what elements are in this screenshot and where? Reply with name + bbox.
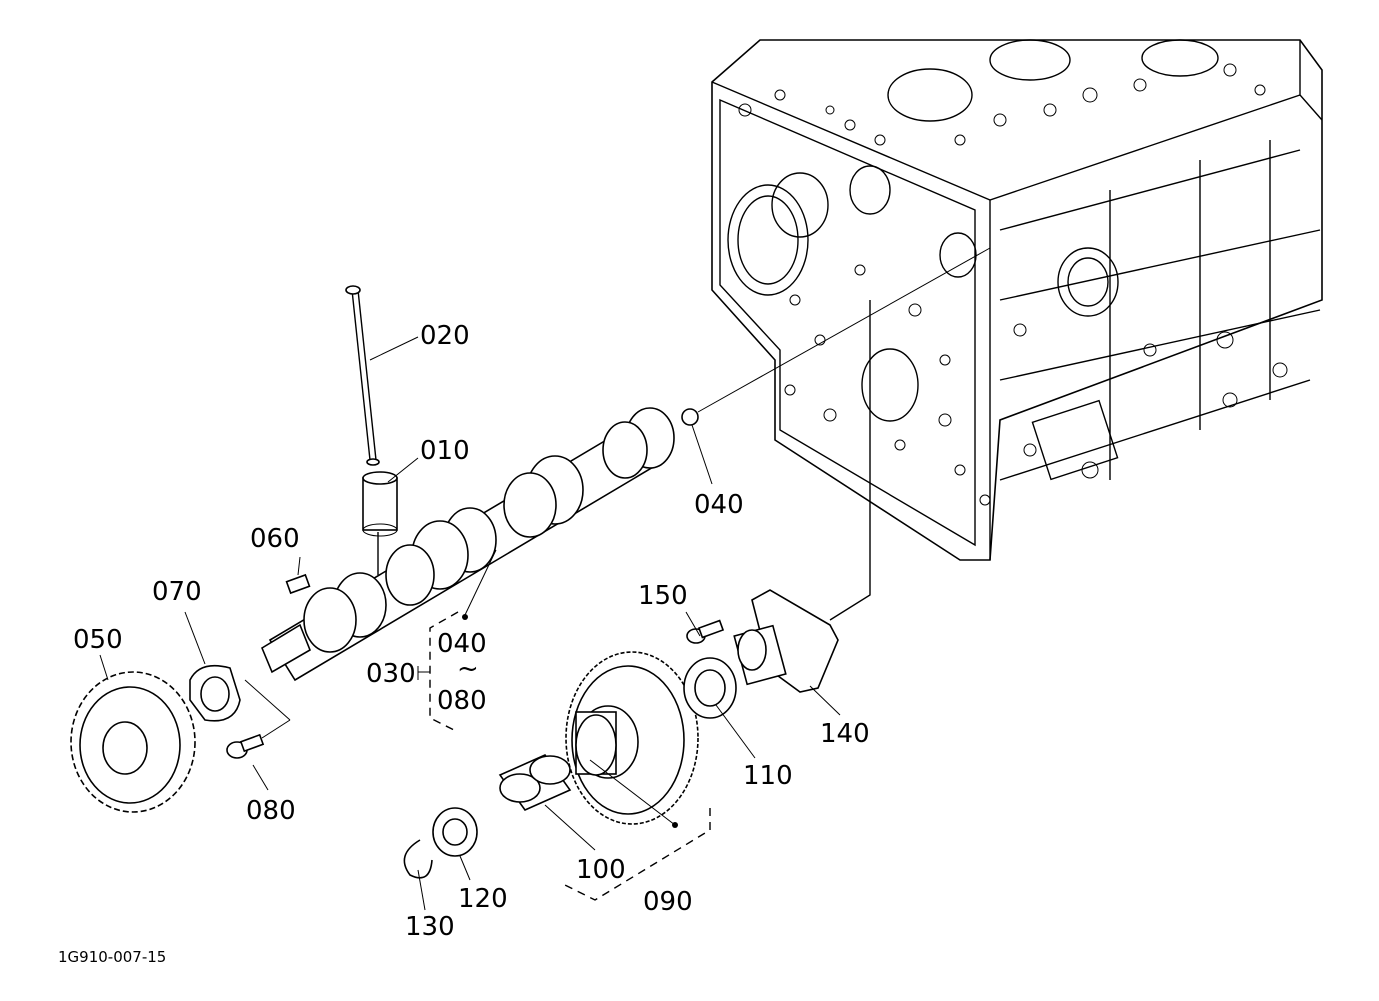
callout-100: 100 (576, 855, 626, 885)
range-marker-camshaft (462, 614, 468, 620)
callout-050: 050 (73, 625, 123, 655)
callout-080-range-end: 080 (437, 686, 487, 716)
callout-080: 080 (246, 796, 296, 826)
circlip (403, 839, 433, 879)
callout-130: 130 (405, 912, 455, 942)
cam-gear (70, 671, 196, 813)
idle-gear-bushing (498, 754, 572, 811)
idle-gear-shaft (733, 300, 871, 693)
callout-040-range-start: 040 (437, 629, 487, 659)
camshaft (260, 407, 675, 682)
callout-070: 070 (152, 577, 202, 607)
thrust-plate (189, 664, 241, 722)
idle-gear (565, 651, 699, 825)
callout-020: 020 (420, 321, 470, 351)
callout-150: 150 (638, 581, 688, 611)
tappet (362, 471, 398, 575)
range-bracket-idle-gear (564, 808, 711, 901)
thrust-washer (432, 807, 478, 857)
callout-090: 090 (643, 887, 693, 917)
push-rod (345, 285, 380, 466)
steel-ball (681, 247, 991, 426)
callout-110: 110 (743, 761, 793, 791)
shaft-bolt (686, 619, 725, 644)
block-bolt-holes (738, 63, 1288, 506)
range-marker-idle-gear (672, 822, 678, 828)
callout-040: 040 (694, 490, 744, 520)
bolt (226, 679, 291, 759)
drawing-code: 1G910-007-15 (58, 948, 166, 966)
callout-010: 010 (420, 436, 470, 466)
woodruff-key (285, 573, 311, 595)
leader-lines (99, 336, 841, 911)
callout-030: 030 (366, 659, 416, 689)
callout-060: 060 (250, 524, 300, 554)
range-bracket-camshaft (417, 611, 459, 733)
collar (683, 657, 737, 719)
callout-120: 120 (458, 884, 508, 914)
engine-block (711, 39, 1323, 561)
callout-range-tilde: ~ (457, 654, 479, 684)
callout-140: 140 (820, 719, 870, 749)
